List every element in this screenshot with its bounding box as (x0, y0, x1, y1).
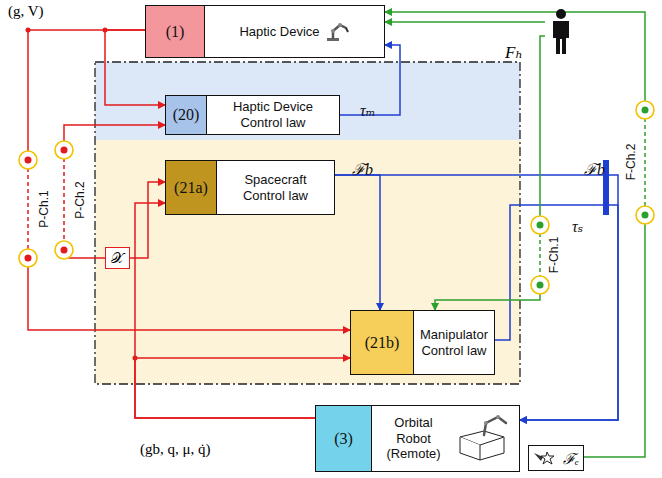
equation-number: (20) (166, 96, 207, 134)
box-label-area: Haptic Device (205, 6, 384, 57)
signal-arrow (335, 175, 380, 310)
signal-arrow (28, 30, 350, 330)
signal-label: (g, V) (8, 4, 44, 19)
icon-holder (324, 17, 350, 47)
channel-label: P-Ch.1 (38, 190, 50, 227)
box-label-area: Haptic Device Control law (207, 96, 339, 134)
operator: Fₕ (545, 8, 577, 56)
haptic-icon (324, 17, 350, 43)
channel-label: F-Ch.2 (625, 144, 637, 181)
contact-icon (533, 449, 555, 467)
equation-number: (1) (146, 6, 205, 57)
box-label-area: Spacecraft Control law (217, 161, 334, 214)
controller-frame (95, 62, 520, 384)
signal-label: ℱb (352, 162, 373, 178)
icon-holder (533, 449, 555, 467)
box-label: Manipulator Control law (419, 327, 489, 358)
equation-number: (3) (316, 406, 372, 471)
selector-box: 𝒳 (105, 247, 130, 269)
human-icon (545, 8, 577, 56)
robot-icon (454, 413, 514, 461)
channel-label: P-Ch.2 (74, 181, 86, 218)
box-label: Haptic Device Control law (212, 99, 334, 130)
box-label-area: Orbital Robot (Remote) (372, 406, 519, 471)
signal-arrow (64, 125, 165, 258)
signal-arrow (385, 21, 545, 23)
selector-symbol: 𝒳 (111, 250, 124, 267)
signal-label: τₘ (360, 103, 376, 119)
channel-label: F-Ch.1 (548, 237, 560, 274)
remote-band (95, 140, 520, 384)
controller-box: (20)Haptic Device Control law (165, 95, 340, 135)
state-label: (gb, q, μ, q̇) (140, 442, 211, 457)
box-label: Spacecraft Control law (222, 172, 329, 203)
equation-number: (21a) (166, 161, 217, 214)
controller-box: (21b)Manipulator Control law (350, 310, 495, 375)
box-label: Haptic Device (239, 24, 319, 40)
box-label-area: Manipulator Control law (414, 311, 494, 374)
haptic-band (95, 62, 520, 140)
signal-arrow (385, 12, 645, 457)
signal-arrow (435, 36, 545, 310)
signal-arrow (135, 203, 315, 418)
icon-holder (454, 413, 514, 465)
force-label: Fₕ (505, 42, 523, 63)
haptic-device-box: (1) Haptic Device (145, 5, 385, 58)
signal-label: ℱb (584, 162, 605, 178)
box-label: Orbital Robot (Remote) (377, 415, 450, 462)
orbital-robot-box: (3)Orbital Robot (Remote) (315, 405, 520, 472)
signal-arrow (335, 175, 618, 420)
controller-box: (21a)Spacecraft Control law (165, 160, 335, 215)
contact-box: ℱₑ (528, 445, 584, 471)
signal-label: τₛ (572, 219, 583, 235)
equation-number: (21b) (351, 311, 414, 374)
force-label: ℱₑ (563, 448, 579, 468)
signal-arrow (495, 205, 618, 420)
